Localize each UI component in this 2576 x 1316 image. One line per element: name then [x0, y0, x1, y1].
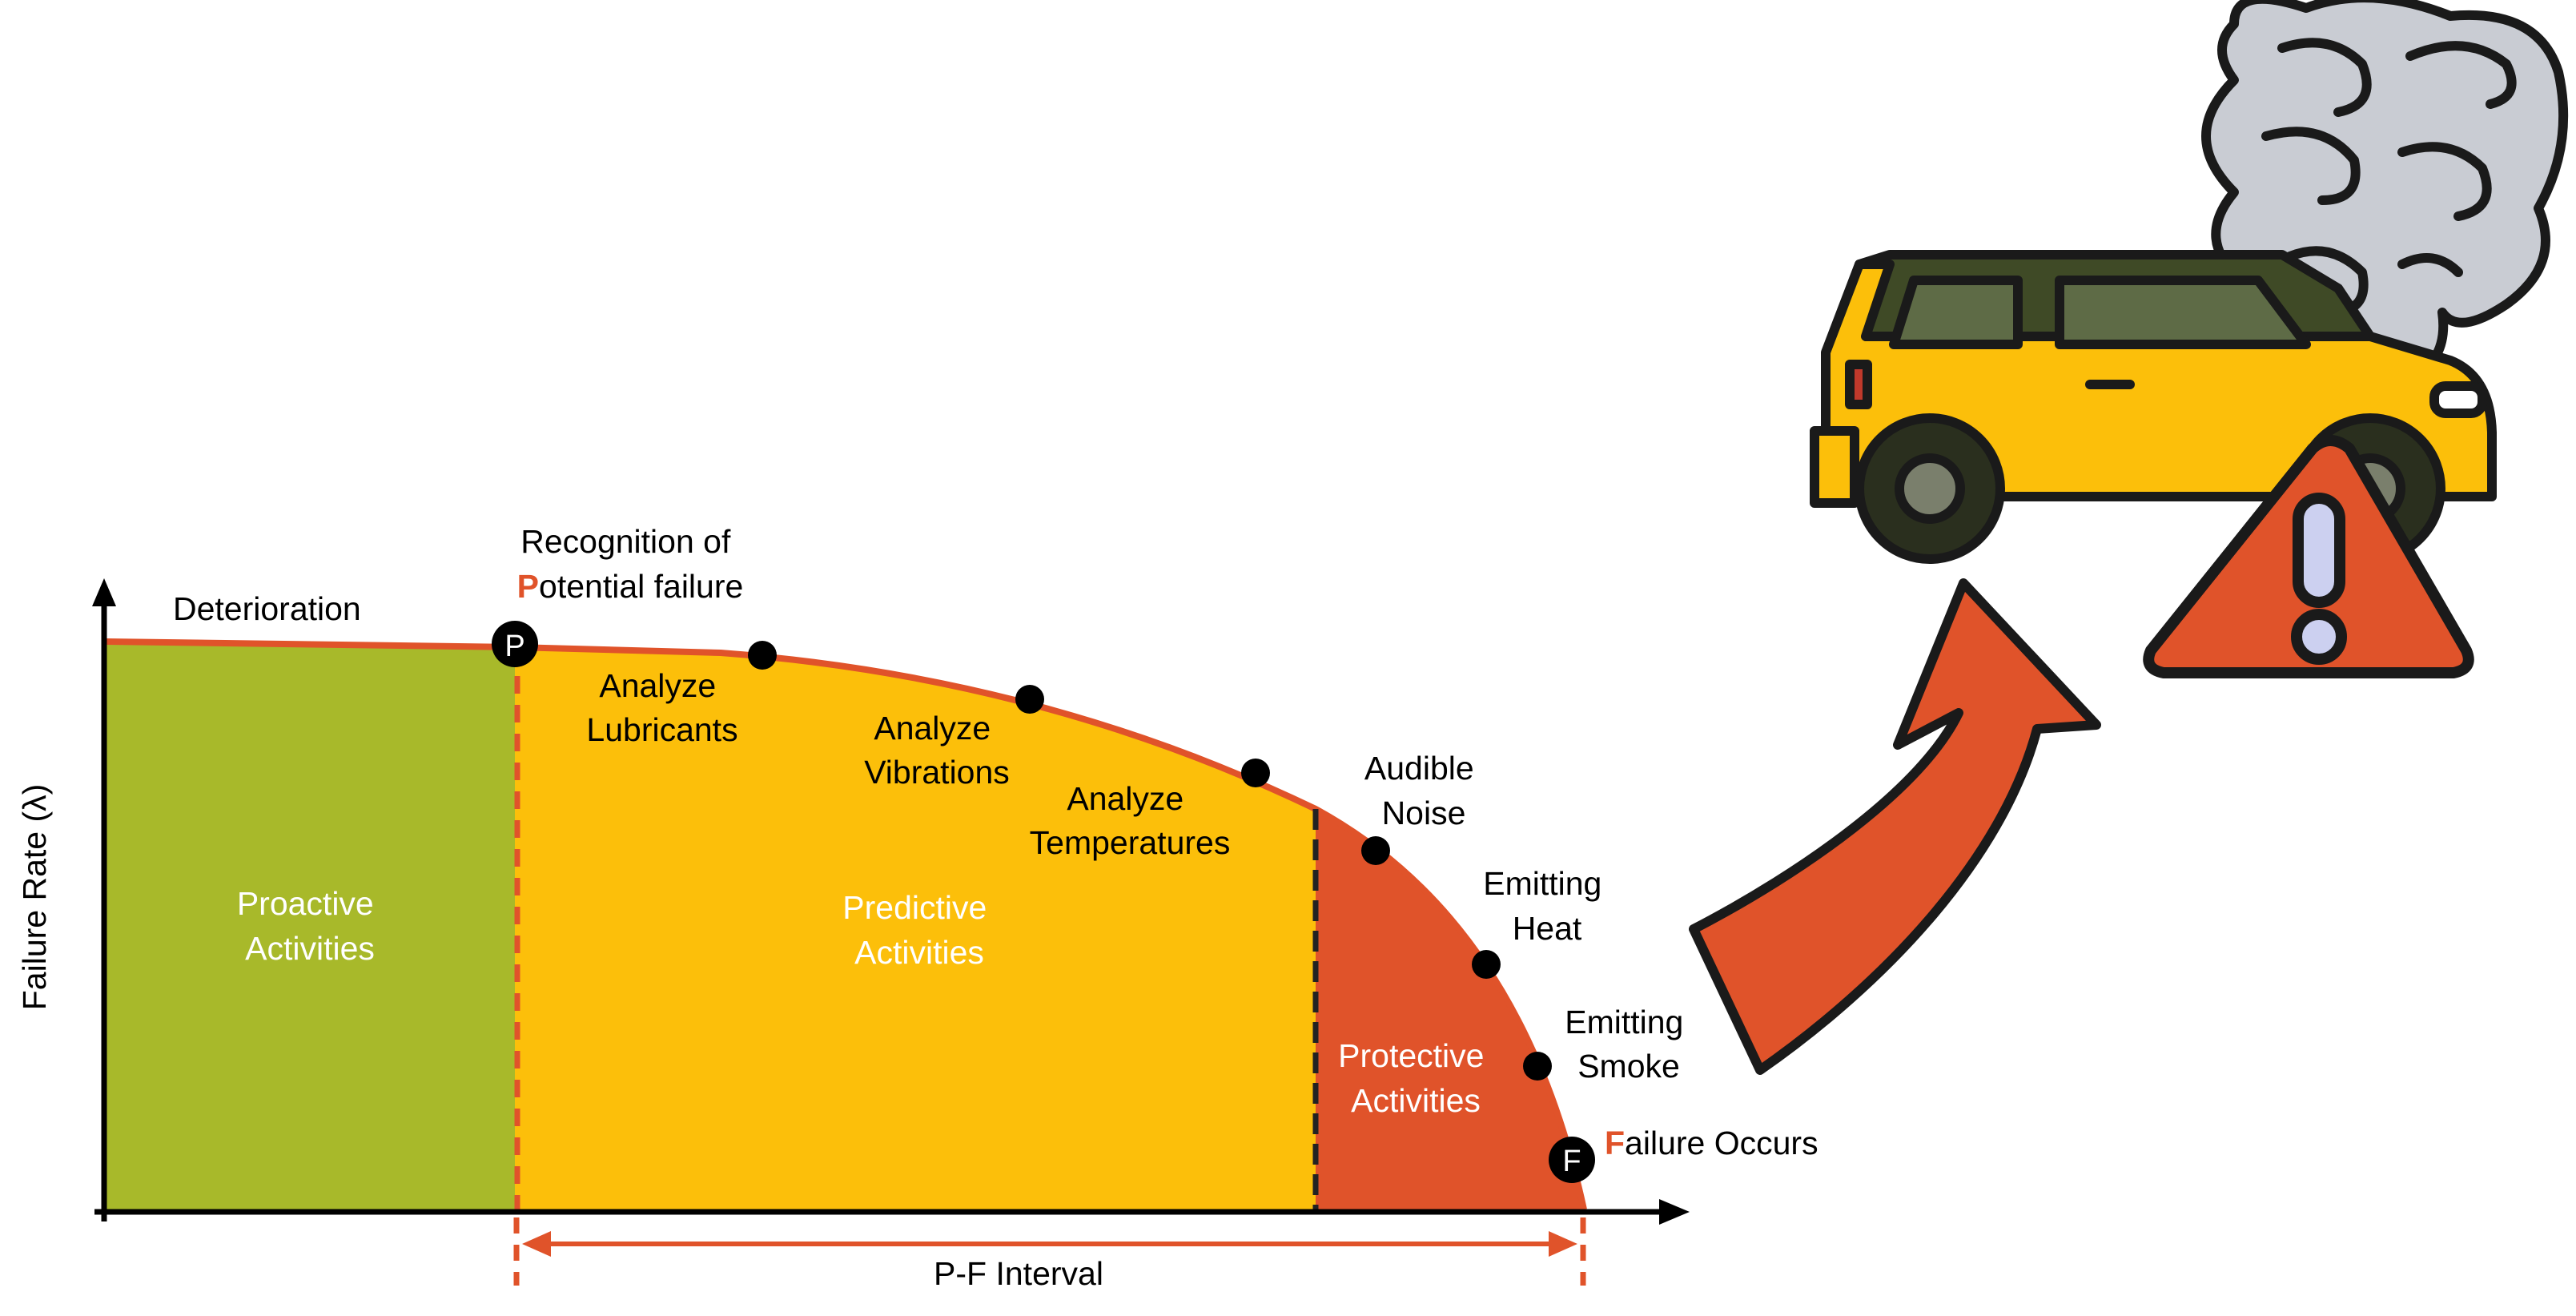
- car-hub-front: [1895, 453, 1965, 524]
- failure-rate-curve: [106, 638, 1587, 1210]
- failure-occurs-label: Failure Occurs: [1605, 1125, 1818, 1161]
- car-window-rear: [2055, 276, 2311, 349]
- car-headlight: [2429, 381, 2487, 418]
- curved-arrow-icon: [1689, 578, 2101, 1075]
- y-axis-arrowhead: [92, 578, 116, 606]
- recognition-label: Recognition of Potential failure: [517, 523, 744, 605]
- pf-interval-label: P-F Interval: [934, 1255, 1103, 1292]
- symptom-label-vibrations: Analyze Vibrations: [864, 710, 1010, 791]
- p-marker: [492, 621, 538, 667]
- symptom-point-heat: [1472, 950, 1501, 979]
- symptom-label-temperatures: Analyze Temperatures: [1030, 780, 1231, 861]
- symptom-point-vibrations: [1015, 685, 1044, 714]
- warning-triangle-icon: [2143, 435, 2474, 678]
- symptom-point-smoke: [1523, 1052, 1552, 1081]
- warning-exclamation-bar: [2293, 493, 2345, 608]
- x-axis-arrowhead: [1659, 1199, 1690, 1225]
- interval-arrowhead-right: [1549, 1231, 1577, 1257]
- symptom-point-temperatures: [1241, 759, 1270, 787]
- recognition-highlight: P: [517, 568, 539, 605]
- protective-zone: [1316, 809, 1584, 1210]
- protective-label: Protective Activities: [1338, 1037, 1493, 1119]
- failure-highlight: F: [1605, 1125, 1625, 1161]
- predictive-zone: [515, 647, 1316, 1210]
- f-marker: [1549, 1137, 1595, 1183]
- car-tail-light: [1845, 360, 1872, 409]
- symptom-point-noise: [1361, 836, 1390, 865]
- symptom-label-smoke: Emitting Smoke: [1565, 1004, 1693, 1085]
- symptom-label-heat: Emitting Heat: [1483, 865, 1611, 947]
- car-window-front: [1889, 276, 2023, 349]
- symptom-label-noise: Audible Noise: [1364, 750, 1483, 831]
- proactive-zone: [106, 642, 515, 1210]
- predictive-label: Predictive Activities: [842, 889, 995, 971]
- f-marker-label: F: [1562, 1145, 1581, 1178]
- symptom-point-lubricants: [748, 641, 777, 670]
- deterioration-label: Deterioration: [173, 590, 361, 627]
- y-axis-label: Failure Rate (λ): [16, 784, 53, 1011]
- proactive-label: Proactive Activities: [237, 885, 383, 967]
- p-marker-label: P: [504, 630, 524, 663]
- interval-arrowhead-left: [522, 1231, 551, 1257]
- car-bumper: [1810, 426, 1859, 508]
- symptom-label-lubricants: Analyze Lubricants: [586, 667, 737, 748]
- warning-exclamation-dot: [2291, 609, 2347, 665]
